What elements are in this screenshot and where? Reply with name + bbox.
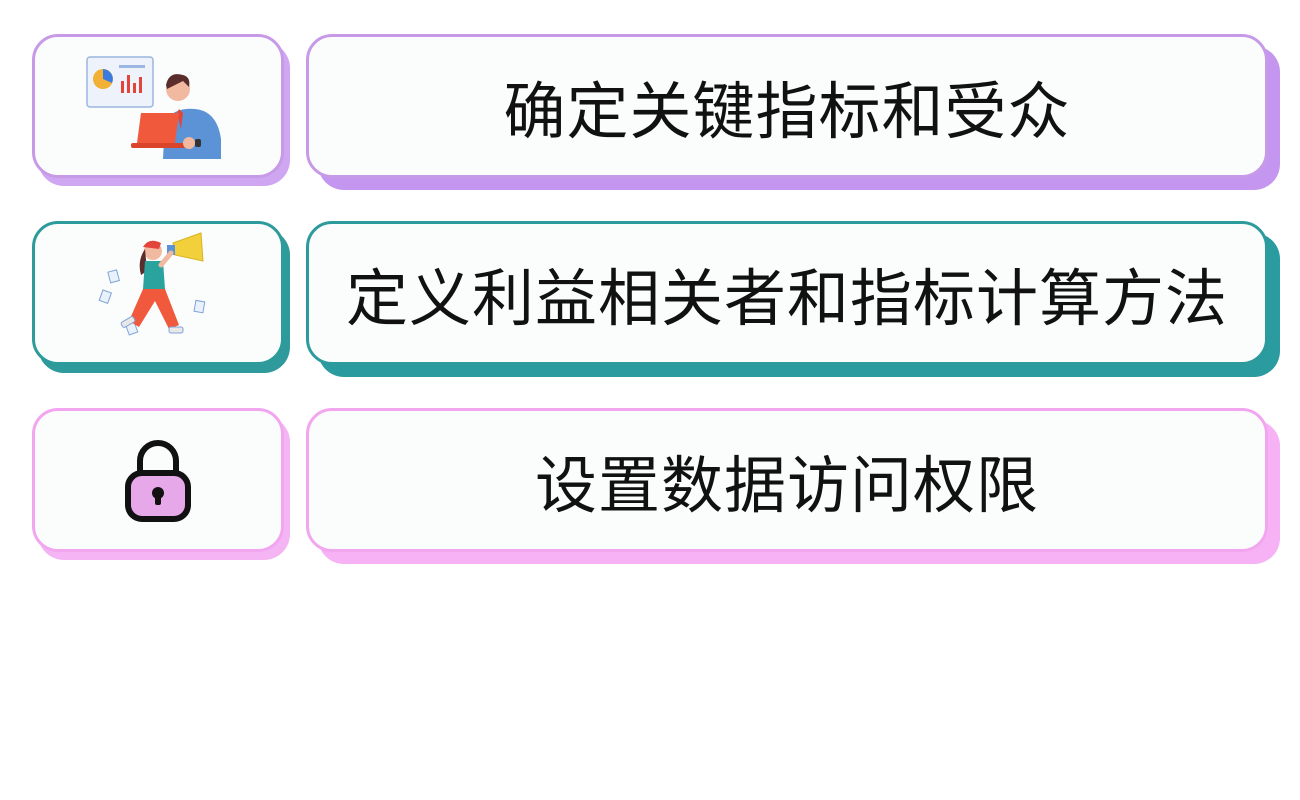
step-row-stakeholders: 定义利益相关者和指标计算方法 — [0, 221, 1300, 381]
step-text-card: 定义利益相关者和指标计算方法 — [306, 221, 1268, 365]
icon-card — [32, 408, 284, 552]
padlock-icon — [125, 440, 191, 522]
icon-card — [32, 221, 284, 365]
step-label: 定义利益相关者和指标计算方法 — [345, 262, 1228, 335]
analyst-laptop-icon — [86, 56, 221, 159]
step-text-card: 确定关键指标和受众 — [306, 34, 1268, 178]
step-label: 设置数据访问权限 — [534, 449, 1039, 522]
step-row-key-metrics: 确定关键指标和受众 — [0, 34, 1300, 194]
step-text-card: 设置数据访问权限 — [306, 408, 1268, 552]
step-label: 确定关键指标和受众 — [503, 75, 1071, 148]
step-row-access: 设置数据访问权限 — [0, 408, 1300, 568]
megaphone-person-icon — [98, 231, 206, 336]
icon-card — [32, 34, 284, 178]
